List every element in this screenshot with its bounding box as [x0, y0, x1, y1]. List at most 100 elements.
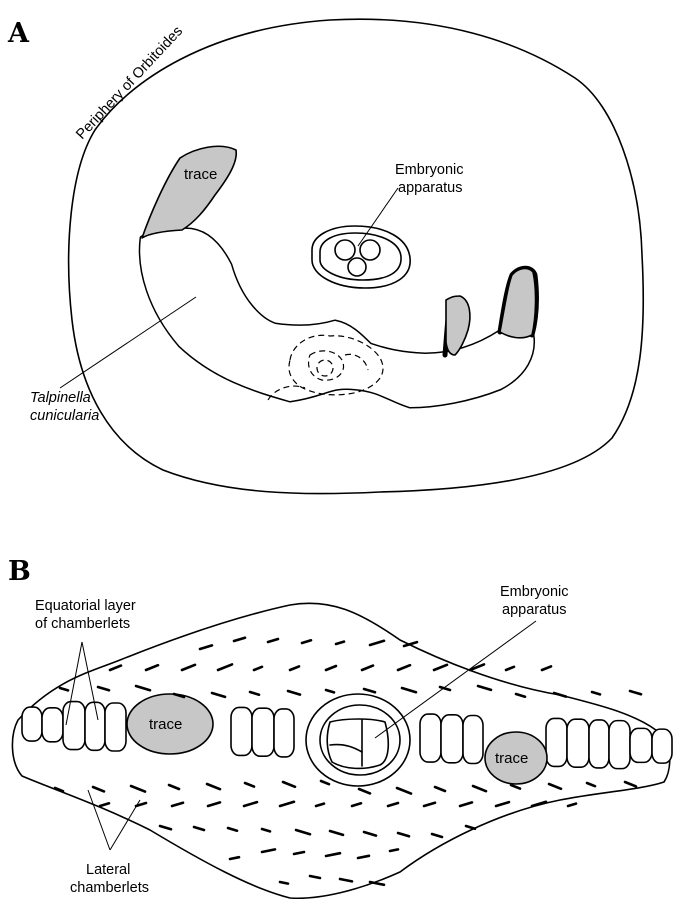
lateral-chamberlet-dash	[388, 803, 398, 806]
lateral-chamberlet-dash	[340, 879, 352, 881]
lateral-label-1: Lateral	[86, 862, 130, 878]
lateral-chamberlet-dash	[364, 689, 375, 692]
lateral-chamberlet-dash	[55, 788, 63, 791]
equatorial-label-1: Equatorial layer	[35, 598, 136, 614]
lateral-chamberlet-dash	[549, 784, 561, 789]
lateral-chamberlet-dash	[296, 830, 310, 834]
equatorial-chamberlet	[22, 707, 42, 741]
lateral-chamberlet-dash	[212, 693, 225, 697]
lateral-chamberlet-dash	[370, 882, 384, 885]
lateral-chamberlet-dash	[207, 784, 220, 789]
equatorial-chamberlet	[63, 702, 85, 750]
lateral-chamberlet-dash	[136, 686, 150, 690]
lateral-chamberlet-dash	[326, 690, 334, 692]
lateral-chamberlet-dash	[630, 691, 641, 694]
lateral-chamberlet-dash	[326, 666, 336, 670]
lateral-chamberlet-dash	[208, 802, 220, 806]
embryonic-apparatus-a	[312, 226, 410, 288]
panel-a-letter: A	[7, 18, 30, 49]
lateral-chamberlet-dash	[516, 694, 525, 697]
trace-right-label: trace	[495, 750, 528, 767]
equatorial-chamberlet	[652, 729, 672, 763]
equatorial-chamberlet	[463, 716, 483, 764]
lateral-chamberlet-dash	[370, 641, 384, 645]
lateral-chamberlet-dash	[245, 783, 254, 787]
talpinella-label-1: Talpinella	[30, 390, 91, 406]
trace-area-upper-left	[142, 146, 236, 238]
lateral-chamberlet-dash	[460, 802, 472, 806]
lateral-chamberlet-dash	[234, 638, 245, 641]
lateral-chamberlet-dash	[478, 686, 491, 690]
lateral-chamberlet-dash	[160, 826, 171, 829]
lateral-chamberlet-dash	[194, 827, 204, 830]
lateral-chamberlet-dash	[390, 849, 398, 851]
embryonic-apparatus-b	[306, 694, 410, 786]
lateral-chamberlet-dash	[200, 645, 212, 649]
lateral-chamberlet-dash	[218, 664, 232, 670]
lateral-chamberlet-dash	[244, 802, 257, 806]
trace-area-right-b	[500, 268, 536, 337]
lateral-chamberlet-dash	[362, 666, 373, 670]
equatorial-chamberlet	[42, 708, 63, 742]
embryonic-label-a-2: apparatus	[398, 180, 463, 196]
lateral-chamberlet-dash	[359, 789, 370, 793]
equatorial-chamberlet	[105, 703, 126, 751]
talpinella-label-2: cunicularia	[30, 408, 99, 424]
periphery-label: Periphery of Orbitoides	[73, 23, 186, 142]
lateral-chamberlet-dash	[330, 831, 343, 835]
embryonic-label-b-1: Embryonic	[500, 584, 569, 600]
equatorial-chamberlet	[420, 714, 441, 762]
lateral-chamberlet-dash	[93, 787, 104, 791]
leader-lateral-2	[110, 800, 140, 850]
panel-a: A Periphery of Orbitoides trace	[7, 18, 643, 494]
lateral-chamberlet-dash	[230, 857, 239, 859]
lateral-chamberlet-dash	[625, 782, 636, 786]
lateral-chamberlet-dash	[280, 882, 288, 884]
lateral-chamberlet-dash	[268, 639, 278, 642]
lateral-chamberlet-dash	[432, 834, 442, 837]
equatorial-chamberlet	[546, 718, 567, 766]
lateral-chamberlet-dash	[398, 665, 410, 670]
lateral-chamberlet-dash	[280, 802, 294, 806]
leader-lateral-1	[88, 790, 110, 850]
lateral-chamberlet-dash	[288, 691, 300, 695]
lateral-chamberlet-dash	[310, 876, 320, 878]
trace-label-a: trace	[184, 166, 217, 183]
lateral-chamberlet-dash	[511, 785, 520, 789]
lateral-chamberlet-dash	[110, 666, 121, 670]
talpinella-boring	[141, 230, 536, 406]
lateral-chamberlet-dash	[316, 804, 324, 806]
equatorial-chamberlet	[630, 728, 652, 762]
lateral-chamberlet-dash	[294, 852, 304, 854]
panel-b-letter: B	[8, 556, 31, 587]
equatorial-chamberlet	[567, 719, 589, 767]
lateral-chamberlet-dash	[435, 787, 445, 791]
lateral-chamberlet-dash	[336, 642, 344, 644]
lateral-chamberlet-dash	[352, 803, 361, 806]
equatorial-chamberlet	[609, 721, 630, 769]
lateral-chamberlet-dash	[262, 849, 275, 852]
panel-b: B trace trace Equatorial layer of chambe…	[8, 556, 672, 898]
lateral-chamberlet-dash	[146, 665, 158, 670]
lateral-chamberlet-dash	[228, 828, 237, 831]
lateral-chamberlet-dash	[254, 667, 262, 670]
lateral-chamberlet-dash	[554, 693, 566, 697]
lateral-chamberlet-dash	[283, 782, 295, 787]
lateral-chamberlet-dash	[100, 803, 109, 806]
leader-embryonic-a	[358, 188, 398, 246]
lateral-chamberlet-dash	[434, 665, 447, 670]
lateral-chamberlet-dash	[290, 666, 299, 670]
equatorial-label-2: of chamberlets	[35, 616, 130, 632]
lateral-chamberlet-dash	[262, 829, 270, 831]
equatorial-chamberlet	[589, 720, 609, 768]
equatorial-chamberlet	[252, 708, 274, 756]
lateral-chamberlet-dash	[131, 786, 145, 792]
lateral-chamberlet-dash	[402, 688, 416, 692]
lateral-chamberlet-dash	[473, 786, 486, 791]
lateral-chamberlet-dash	[592, 692, 600, 694]
lateral-chamberlet-dash	[496, 802, 509, 806]
lateral-chamberlet-dash	[466, 826, 475, 829]
lateral-label-2: chamberlets	[70, 880, 149, 896]
lateral-chamberlet-dash	[302, 640, 311, 643]
